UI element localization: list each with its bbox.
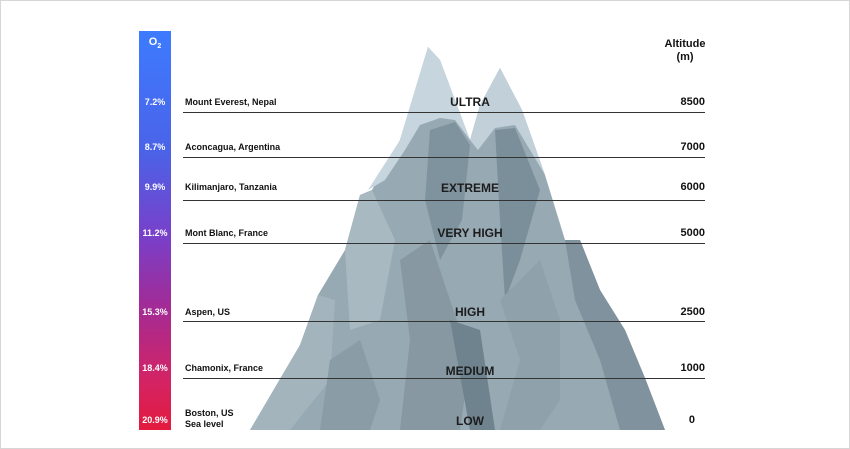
altitude-line [183, 378, 705, 379]
snow-cap-left [368, 47, 470, 190]
rock-facet [500, 260, 560, 430]
oxygen-value: 9.9% [144, 182, 166, 192]
oxygen-value: 8.7% [144, 142, 166, 152]
level-label: MEDIUM [445, 364, 495, 378]
place-label: Kilimanjaro, Tanzania [185, 182, 277, 192]
oxygen-value: 15.3% [142, 307, 168, 317]
oxygen-header: O2 [139, 36, 171, 50]
rock-facet [425, 122, 470, 260]
level-label: VERY HIGH [437, 226, 503, 240]
rock-facet [250, 295, 335, 430]
place-label: Boston, US Sea level [185, 408, 234, 430]
place-label-line2: Sea level [185, 419, 224, 429]
altitude-header: Altitude (m) [655, 38, 715, 64]
altitude-value: 8500 [680, 96, 705, 108]
altitude-value: 2500 [680, 306, 705, 318]
place-label: Mont Blanc, France [185, 228, 269, 238]
altitude-header-line2: (m) [676, 51, 694, 63]
level-label: ULTRA [450, 95, 490, 109]
rock-facet [400, 240, 470, 430]
place-label: Aspen, US [185, 307, 231, 317]
oxygen-subscript: 2 [157, 43, 162, 51]
rock-facet [320, 340, 380, 430]
altitude-line [183, 321, 705, 322]
level-label: LOW [456, 414, 484, 428]
place-label: Mount Everest, Nepal [185, 97, 277, 107]
altitude-line [183, 243, 705, 244]
rock-facet [345, 190, 395, 330]
place-label-line1: Boston, US [185, 408, 234, 418]
altitude-value: 5000 [680, 227, 705, 239]
oxygen-value: 18.4% [142, 363, 168, 373]
oxygen-value: 20.9% [142, 415, 168, 425]
altitude-value: 7000 [680, 141, 705, 153]
altitude-line [183, 112, 705, 113]
rock-facet [450, 320, 495, 430]
oxygen-value: 11.2% [142, 228, 168, 238]
mountain-base [250, 47, 665, 430]
altitude-header-line1: Altitude [664, 38, 706, 50]
oxygen-symbol: O [148, 36, 158, 48]
level-label: HIGH [455, 305, 485, 319]
altitude-value: 6000 [680, 181, 705, 193]
rock-facet [495, 128, 540, 300]
oxygen-value: 7.2% [144, 97, 166, 107]
level-label: EXTREME [440, 181, 499, 195]
snow-cap-right [470, 68, 545, 175]
place-label: Chamonix, France [185, 363, 264, 373]
altitude-value: 0 [688, 414, 695, 426]
oxygen-gradient-bar [139, 31, 171, 430]
altitude-value: 1000 [680, 362, 705, 374]
place-label: Aconcagua, Argentina [185, 142, 281, 152]
rock-facet [565, 240, 665, 430]
altitude-line [183, 200, 705, 201]
altitude-line [183, 157, 705, 158]
